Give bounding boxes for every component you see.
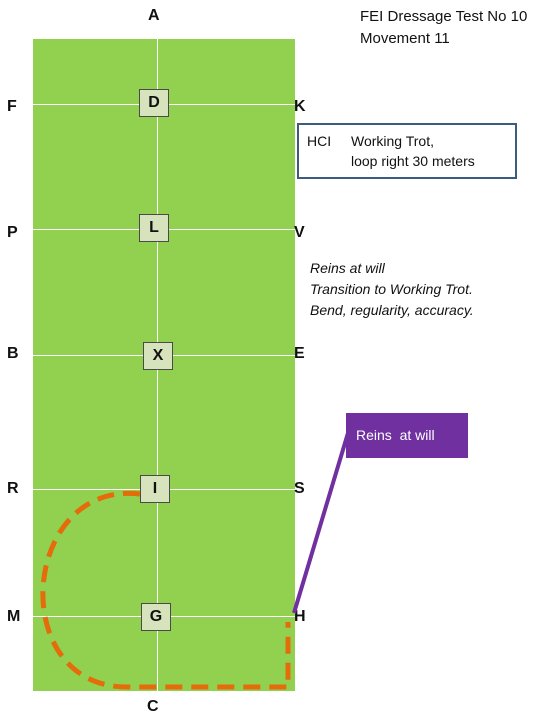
loop-path: [40, 490, 291, 690]
note-criteria: Bend, regularity, accuracy.: [310, 302, 474, 318]
letter-b: B: [7, 345, 19, 362]
letter-p: P: [7, 224, 18, 241]
marker-d: D: [139, 89, 169, 117]
marker-x: X: [143, 342, 173, 370]
movement-line2: loop right 30 meters: [351, 153, 475, 169]
letter-a: A: [148, 7, 160, 24]
reins-callout: Reins at will: [346, 413, 468, 458]
note-reins: Reins at will: [310, 260, 385, 276]
letter-k: K: [294, 98, 306, 115]
letter-f: F: [7, 98, 17, 115]
movement-code: HCI: [307, 133, 332, 149]
movement-line1: Working Trot,: [351, 133, 434, 149]
marker-g: G: [141, 603, 171, 631]
marker-l: L: [139, 214, 169, 242]
movement-notes: Reins at will Transition to Working Trot…: [310, 258, 535, 321]
marker-i: I: [140, 475, 170, 503]
test-title: FEI Dressage Test No 10 Movement 11: [360, 6, 527, 50]
letter-c: C: [147, 698, 159, 715]
letter-e: E: [294, 345, 305, 362]
letter-s: S: [294, 480, 305, 497]
callout-connector: [292, 432, 350, 614]
movement-description: Working Trot, loop right 30 meters: [351, 131, 475, 171]
letter-m: M: [7, 608, 21, 625]
test-title-line2: Movement 11: [360, 30, 450, 47]
test-title-line1: FEI Dressage Test No 10: [360, 8, 528, 25]
note-transition: Transition to Working Trot.: [310, 281, 473, 297]
letter-r: R: [7, 480, 19, 497]
letter-h: H: [294, 608, 306, 625]
letter-v: V: [294, 224, 305, 241]
movement-box: HCI Working Trot, loop right 30 meters: [297, 123, 517, 179]
